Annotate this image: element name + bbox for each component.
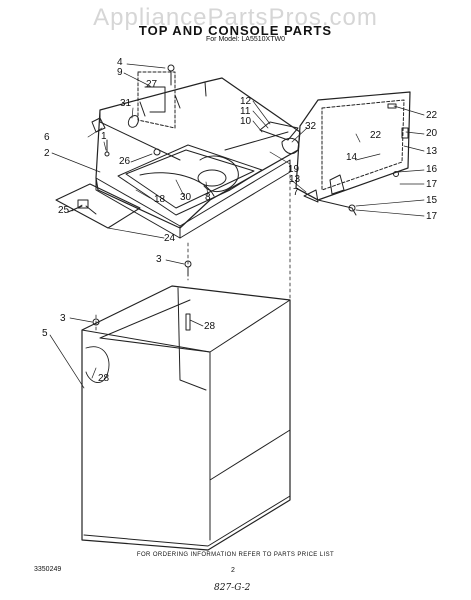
ordering-note: FOR ORDERING INFORMATION REFER TO PARTS … bbox=[136, 552, 335, 558]
callout-19: 19 bbox=[288, 164, 300, 175]
callout-10: 10 bbox=[240, 116, 252, 127]
callout-28-upper: 28 bbox=[204, 321, 216, 332]
callout-30: 30 bbox=[180, 192, 192, 203]
callout-7: 7 bbox=[293, 187, 299, 198]
callout-15: 15 bbox=[426, 195, 438, 206]
lid-assembly bbox=[259, 91, 411, 216]
callout-13-left: 13 bbox=[289, 174, 301, 185]
callout-25: 25 bbox=[58, 205, 70, 216]
page-number: 2 bbox=[231, 567, 235, 574]
document-number: 3350249 bbox=[34, 566, 62, 573]
callout-17-upper: 17 bbox=[426, 179, 438, 190]
callout-11: 11 bbox=[240, 106, 251, 117]
callout-1: 1 bbox=[101, 131, 107, 142]
callout-9: 9 bbox=[117, 67, 123, 78]
callout-2: 2 bbox=[44, 148, 50, 159]
watermark: AppliancePartsPros.com bbox=[93, 4, 378, 31]
callout-4: 4 bbox=[117, 57, 123, 68]
callout-12: 12 bbox=[240, 96, 252, 107]
callout-8: 8 bbox=[205, 192, 211, 203]
console-assembly bbox=[91, 64, 176, 157]
callout-13-right: 13 bbox=[426, 146, 438, 157]
page-title: TOP AND CONSOLE PARTS bbox=[138, 23, 333, 38]
callout-16: 16 bbox=[426, 164, 438, 175]
callout-31: 31 bbox=[120, 98, 132, 109]
callout-leaders bbox=[49, 63, 425, 389]
callout-28-lower: 28 bbox=[98, 373, 110, 384]
callout-18: 18 bbox=[154, 194, 166, 205]
callout-24: 24 bbox=[164, 233, 176, 244]
callout-27: 27 bbox=[146, 79, 158, 90]
callout-3-lower: 3 bbox=[60, 313, 66, 324]
callout-20: 20 bbox=[426, 128, 438, 139]
cabinet bbox=[81, 260, 291, 551]
callout-6: 6 bbox=[44, 132, 50, 143]
callout-14: 14 bbox=[346, 152, 358, 163]
callout-22-top: 22 bbox=[426, 110, 438, 121]
callout-22-mid: 22 bbox=[370, 130, 382, 141]
callout-3-upper: 3 bbox=[156, 254, 162, 265]
washer-top-assembly bbox=[95, 77, 301, 239]
model-number: For Model: LA5510XTW0 bbox=[206, 36, 285, 43]
handwritten-code: 827-G-2 bbox=[214, 583, 251, 593]
callout-32: 32 bbox=[305, 121, 317, 132]
callout-5: 5 bbox=[42, 328, 48, 339]
callout-17-lower: 17 bbox=[426, 211, 438, 222]
assembly-guide-lines bbox=[95, 174, 291, 421]
callout-26: 26 bbox=[119, 156, 131, 167]
